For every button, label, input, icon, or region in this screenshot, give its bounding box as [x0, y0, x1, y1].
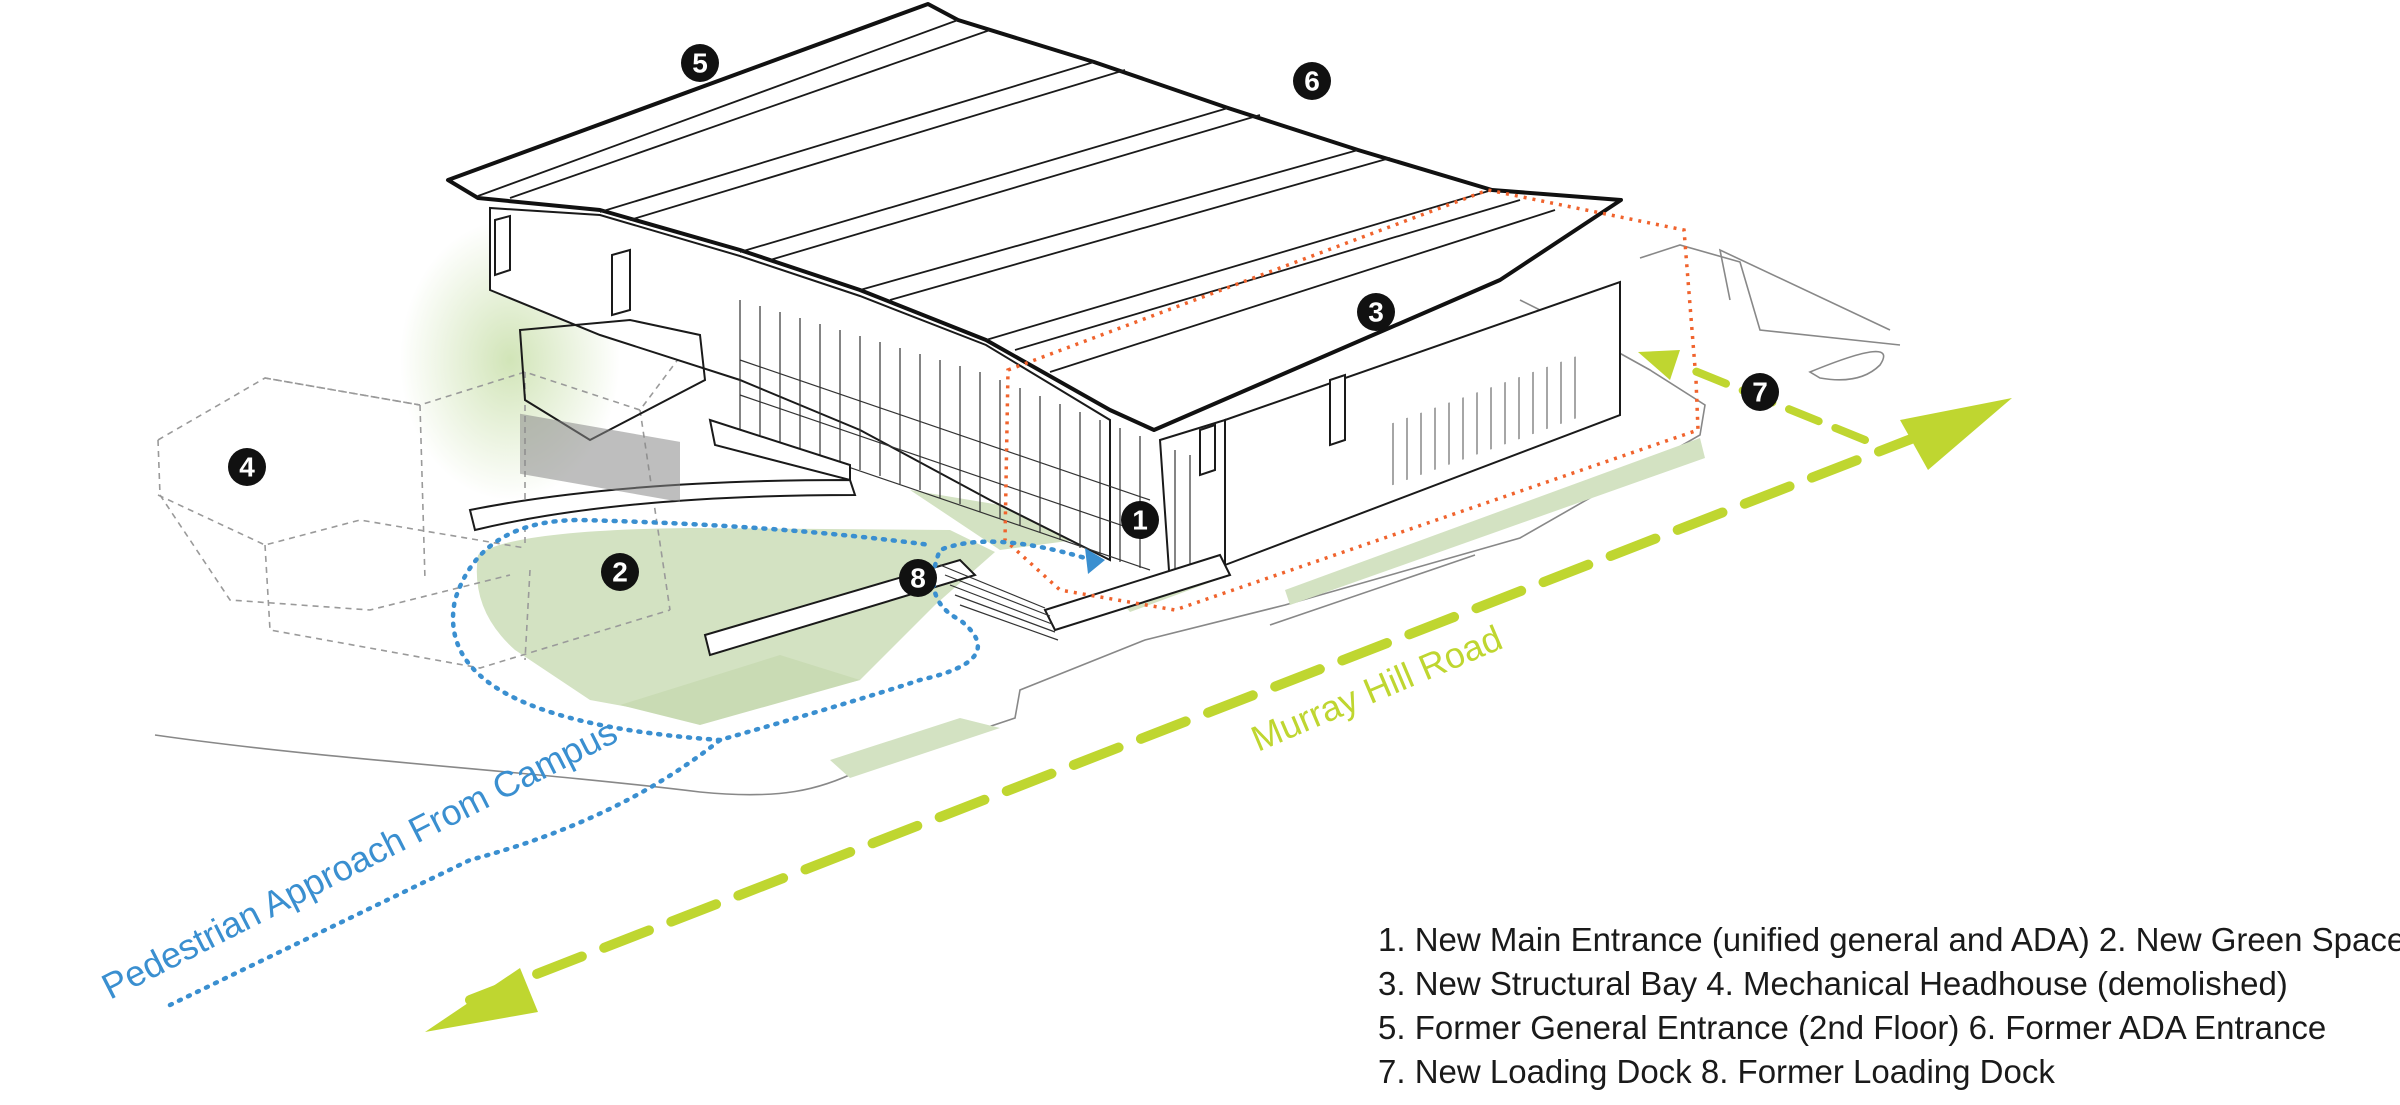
marker-1: 1	[1121, 501, 1159, 539]
pedestrian-path	[167, 539, 1093, 1008]
marker-3-label: 3	[1368, 297, 1384, 328]
numbered-marker-icon	[601, 553, 639, 591]
road-arrowhead-icon-south	[425, 968, 538, 1032]
marker-6-label: 6	[1304, 66, 1320, 97]
marker-4-label: 4	[239, 452, 255, 483]
legend-line-2: 3. New Structural Bay 4. Mechanical Head…	[1378, 965, 2288, 1002]
marker-8-label: 8	[910, 563, 926, 594]
legend-line-4: 7. New Loading Dock 8. Former Loading Do…	[1378, 1053, 2055, 1090]
marker-6: 6	[1293, 62, 1331, 100]
pedestrian-loop	[450, 517, 933, 743]
legend-line-1: 1. New Main Entrance (unified general an…	[1378, 921, 2400, 958]
pedestrian-label: Pedestrian Approach From Campus	[95, 711, 624, 1007]
numbered-marker-icon	[1357, 293, 1395, 331]
marker-5: 5	[681, 44, 719, 82]
numbered-marker-icon	[681, 44, 719, 82]
side-wall-details	[494, 214, 1346, 477]
roof-ridges	[477, 19, 1556, 373]
numbered-marker-icon	[228, 448, 266, 486]
loading-dock-arrowhead-icon	[1638, 350, 1680, 380]
marker-3: 3	[1357, 293, 1395, 331]
numbered-marker-icon	[1741, 373, 1779, 411]
marker-7: 7	[1741, 373, 1779, 411]
road-arrow-line	[465, 415, 1965, 1005]
marker-4: 4	[228, 448, 266, 486]
pedestrian-arrowhead-icon	[1085, 548, 1105, 574]
marker-1-label: 1	[1132, 505, 1148, 536]
marker-5-label: 5	[692, 48, 708, 79]
road-arrowhead-icon-north	[1900, 398, 2012, 470]
side-panels	[1380, 354, 1580, 490]
roof	[446, 2, 1623, 432]
stair-treads	[939, 564, 1059, 641]
marker-2-label: 2	[612, 557, 628, 588]
glass-railing	[520, 413, 680, 502]
legend: 1. New Main Entrance (unified general an…	[1378, 918, 2400, 1094]
legend-line-3: 5. Former General Entrance (2nd Floor) 6…	[1378, 1009, 2327, 1046]
numbered-marker-icon	[1121, 501, 1159, 539]
marker-7-label: 7	[1752, 377, 1768, 408]
marker-8: 8	[899, 559, 937, 597]
numbered-marker-icon	[1293, 62, 1331, 100]
marker-2: 2	[601, 553, 639, 591]
numbered-marker-icon	[899, 559, 937, 597]
